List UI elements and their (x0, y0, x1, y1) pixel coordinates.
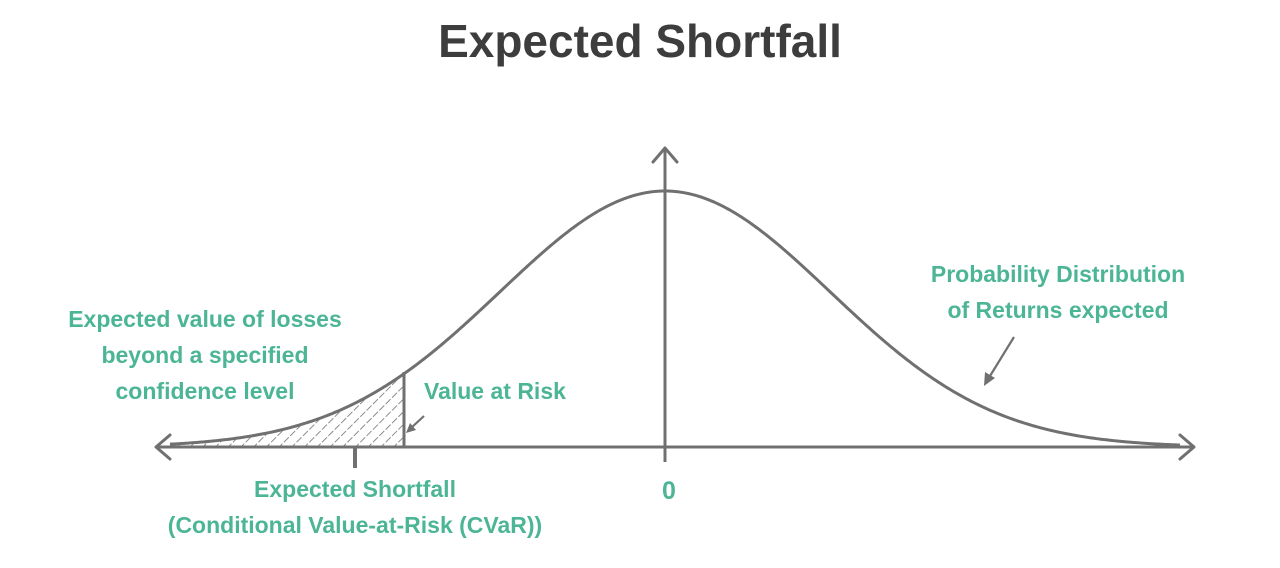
distribution-line-1: Probability Distribution (930, 261, 1186, 287)
x-axis-right-arrow (1178, 433, 1196, 461)
value-at-risk-arrow-shaft (410, 415, 425, 429)
distribution-label: Probability Distribution of Returns expe… (890, 256, 1226, 328)
value-at-risk-arrow-head (406, 423, 416, 433)
expected-shortfall-line-2: (Conditional Value-at-Risk (CVaR)) (167, 512, 543, 538)
es-definition-line-1: Expected value of losses (68, 306, 342, 332)
value-at-risk-label: Value at Risk (424, 378, 566, 404)
x-axis-left-arrow (154, 433, 172, 461)
es-definition-line-2: beyond a specified (101, 342, 309, 368)
expected-shortfall-definition-label: Expected value of losses beyond a specif… (30, 301, 380, 409)
shaded-tail-area (170, 373, 404, 447)
zero-label: 0 (662, 477, 676, 505)
distribution-line-2: of Returns expected (947, 297, 1169, 323)
distribution-arrow-shaft (989, 336, 1015, 377)
es-definition-line-3: confidence level (115, 378, 295, 404)
expected-shortfall-line-1: Expected Shortfall (254, 476, 456, 502)
distribution-arrow-head (984, 372, 995, 386)
page-title: Expected Shortfall (438, 15, 842, 67)
expected-shortfall-label: Expected Shortfall (Conditional Value-at… (120, 471, 590, 543)
distribution-curve (169, 189, 1181, 447)
y-axis-arrow (651, 146, 679, 164)
